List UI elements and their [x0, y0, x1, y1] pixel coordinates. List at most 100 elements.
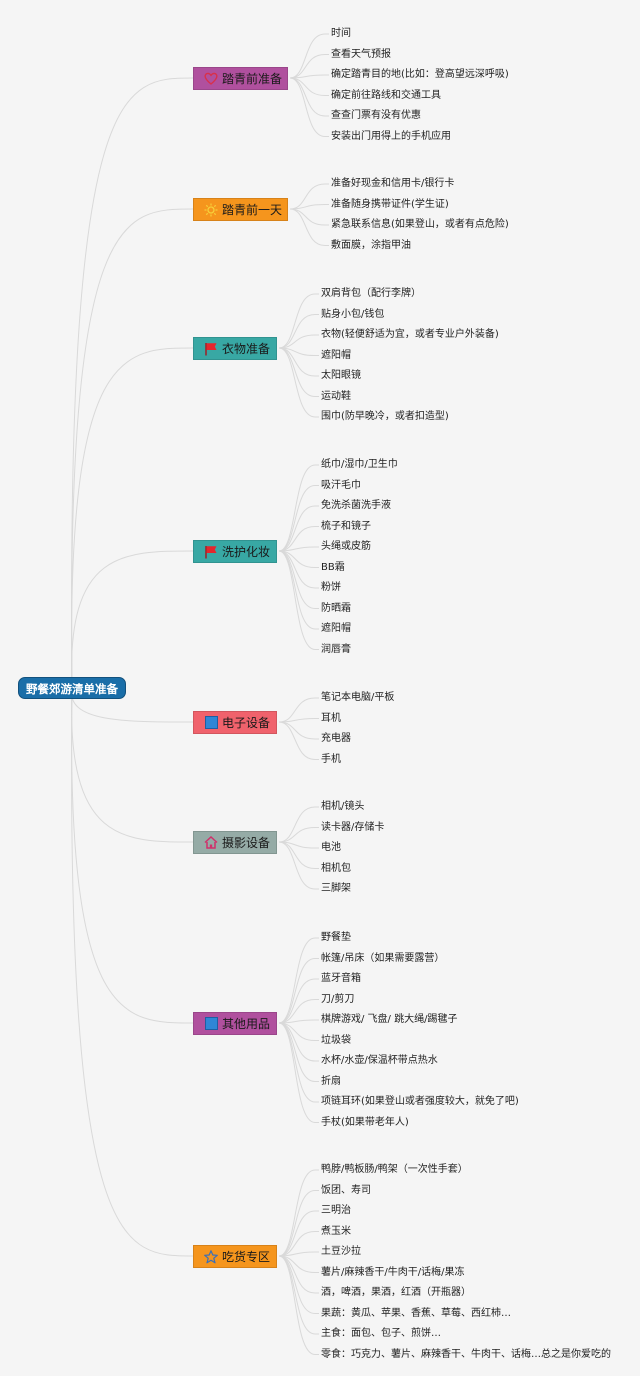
branch-3-leaf-1[interactable]: 吸汗毛巾	[321, 479, 361, 491]
branch-0-leaf-3[interactable]: 确定前往路线和交通工具	[331, 89, 441, 101]
branch-7-leaf-connector-0	[278, 1169, 319, 1257]
heart-icon	[204, 72, 218, 86]
branch-6-leaf-9[interactable]: 手杖(如果带老年人)	[321, 1116, 409, 1128]
branch-label-2: 衣物准备	[222, 341, 271, 356]
root-to-branch-connector-2	[71, 347, 194, 689]
branch-5-leaf-2[interactable]: 电池	[321, 842, 341, 853]
branch-3-leaf-3[interactable]: 梳子和镜子	[321, 520, 371, 532]
branch-7-leaf-1[interactable]: 饭团、寿司	[321, 1184, 371, 1196]
branch-1-leaf-0[interactable]: 准备好现金和信用卡/银行卡	[331, 178, 455, 189]
branch-2-leaf-5[interactable]: 运动鞋	[321, 390, 351, 402]
branch-label-3: 洗护化妆	[222, 544, 271, 559]
branch-4-leaf-connector-3	[278, 721, 319, 760]
branch-6-leaf-2[interactable]: 蓝牙音箱	[321, 973, 361, 984]
branch-0-leaf-4[interactable]: 查查门票有没有优惠	[331, 110, 421, 121]
red-flag-icon	[204, 342, 218, 356]
red-flag-icon	[204, 545, 218, 559]
branch-4-leaf-0[interactable]: 笔记本电脑/平板	[321, 692, 395, 703]
branch-7-leaf-8[interactable]: 主食：面包、包子、煎饼…	[321, 1328, 441, 1339]
branch-7-leaf-4[interactable]: 土豆沙拉	[321, 1246, 361, 1257]
branch-6-leaf-4[interactable]: 棋牌游戏/ 飞盘/ 跳大绳/踢毽子	[321, 1014, 458, 1025]
branch-node-4[interactable]: 电子设备	[193, 711, 277, 734]
branch-3-leaf-2[interactable]: 免洗杀菌洗手液	[321, 500, 391, 511]
branch-node-2[interactable]: 衣物准备	[193, 337, 277, 360]
branch-1-leaf-connector-0	[289, 183, 329, 210]
branch-3-leaf-4[interactable]: 头绳或皮筋	[321, 541, 371, 552]
branch-5-leaf-connector-4	[278, 841, 319, 890]
branch-1-leaf-3[interactable]: 敷面膜，涂指甲油	[331, 239, 411, 251]
branch-3-leaf-6[interactable]: 粉饼	[321, 582, 341, 593]
branch-0-leaf-connector-1	[289, 54, 329, 79]
root-to-branch-connector-5	[71, 687, 194, 843]
branch-6-leaf-connector-3	[278, 999, 319, 1024]
branch-7-leaf-7[interactable]: 果蔬：黄瓜、苹果、香蕉、草莓、西红柿…	[321, 1307, 511, 1319]
branch-node-7[interactable]: 吃货专区	[193, 1245, 277, 1268]
branch-2-leaf-0[interactable]: 双肩背包（配行李牌）	[321, 288, 421, 299]
branch-5-leaf-connector-0	[278, 806, 319, 843]
root-node[interactable]: 野餐郊游清单准备	[18, 677, 126, 699]
branch-node-3[interactable]: 洗护化妆	[193, 540, 277, 563]
branch-2-leaf-1[interactable]: 贴身小包/钱包	[321, 308, 385, 320]
branch-2-leaf-connector-4	[278, 347, 319, 377]
branch-7-leaf-9[interactable]: 零食：巧克力、薯片、麻辣香干、牛肉干、话梅…总之是你爱吃的	[321, 1348, 611, 1360]
branch-2-leaf-4[interactable]: 太阳眼镜	[321, 370, 361, 381]
branch-2-leaf-6[interactable]: 围巾(防早晚冷，或者扣造型)	[321, 411, 449, 422]
branch-0-leaf-1[interactable]: 查看天气预报	[331, 48, 391, 60]
branch-node-0[interactable]: 踏青前准备	[193, 67, 288, 90]
branch-5-leaf-connector-2	[278, 841, 319, 849]
branch-label-0: 踏青前准备	[222, 71, 283, 86]
blue-square-icon	[204, 716, 218, 730]
branch-6-leaf-5[interactable]: 垃圾袋	[321, 1034, 351, 1046]
branch-4-leaf-connector-2	[278, 721, 319, 740]
branch-7-leaf-3[interactable]: 煮玉米	[321, 1225, 351, 1237]
branch-3-leaf-connector-9	[278, 550, 319, 650]
branch-5-leaf-0[interactable]: 相机/镜头	[321, 801, 365, 812]
branch-7-leaf-5[interactable]: 薯片/麻辣香干/牛肉干/话梅/果冻	[321, 1266, 465, 1278]
branch-7-leaf-connector-4	[278, 1251, 319, 1257]
branch-node-1[interactable]: 踏青前一天	[193, 198, 288, 221]
branch-6-leaf-0[interactable]: 野餐垫	[321, 932, 351, 943]
branch-6-leaf-connector-2	[278, 978, 319, 1024]
branch-node-6[interactable]: 其他用品	[193, 1012, 277, 1035]
branch-3-leaf-0[interactable]: 纸巾/湿巾/卫生巾	[321, 459, 398, 470]
branch-6-leaf-1[interactable]: 帐篷/吊床（如果需要露营）	[321, 952, 445, 964]
branch-2-leaf-connector-6	[278, 347, 319, 418]
branch-7-leaf-2[interactable]: 三明治	[321, 1205, 351, 1216]
branch-5-leaf-3[interactable]: 相机包	[321, 862, 351, 874]
branch-4-leaf-2[interactable]: 充电器	[321, 733, 351, 744]
branch-6-leaf-8[interactable]: 项链耳环(如果登山或者强度较大，就免了吧)	[321, 1096, 519, 1107]
branch-3-leaf-9[interactable]: 润唇膏	[321, 643, 351, 655]
branch-1-leaf-2[interactable]: 紧急联系信息(如果登山，或者有点危险)	[331, 219, 509, 230]
branch-3-leaf-5[interactable]: BB霜	[321, 561, 345, 573]
branch-3-leaf-connector-1	[278, 485, 319, 552]
branch-3-leaf-8[interactable]: 遮阳帽	[321, 623, 351, 634]
branch-5-leaf-connector-3	[278, 841, 319, 869]
branch-2-leaf-3[interactable]: 遮阳帽	[321, 349, 351, 361]
branch-7-leaf-connector-1	[278, 1190, 319, 1257]
branch-2-leaf-2[interactable]: 衣物(轻便舒适为宜，或者专业户外装备)	[321, 329, 499, 340]
branch-0-leaf-2[interactable]: 确定踏青目的地(比如：登高望远深呼吸)	[331, 69, 509, 80]
branch-2-leaf-connector-0	[278, 293, 319, 349]
branch-6-leaf-6[interactable]: 水杯/水壶/保温杯带点热水	[321, 1055, 438, 1066]
branch-3-leaf-connector-3	[278, 526, 319, 552]
branch-0-leaf-0[interactable]: 时间	[331, 28, 351, 39]
branch-0-leaf-connector-0	[289, 33, 329, 79]
branch-4-leaf-3[interactable]: 手机	[321, 753, 341, 765]
branch-5-leaf-4[interactable]: 三脚架	[321, 883, 351, 894]
branch-4-leaf-1[interactable]: 耳机	[321, 712, 341, 724]
branch-6-leaf-3[interactable]: 刀/剪刀	[321, 993, 355, 1005]
root-to-branch-connector-0	[71, 77, 194, 689]
branch-node-5[interactable]: 摄影设备	[193, 831, 277, 854]
branch-3-leaf-7[interactable]: 防晒霜	[321, 602, 351, 614]
branch-3-leaf-connector-0	[278, 464, 319, 552]
branch-7-leaf-6[interactable]: 酒，啤酒，果酒，红酒（开瓶器）	[321, 1287, 471, 1298]
branch-1-leaf-1[interactable]: 准备随身携带证件(学生证)	[331, 198, 449, 210]
branch-0-leaf-5[interactable]: 安装出门用得上的手机应用	[331, 130, 451, 142]
branch-2-leaf-connector-1	[278, 314, 319, 349]
root-to-branch-connector-1	[71, 208, 194, 689]
branch-7-leaf-0[interactable]: 鸭脖/鸭板肠/鸭架（一次性手套）	[321, 1164, 468, 1175]
branch-6-leaf-7[interactable]: 折扇	[321, 1075, 341, 1087]
branch-5-leaf-1[interactable]: 读卡器/存储卡	[321, 821, 385, 833]
branch-4-leaf-connector-1	[278, 718, 319, 723]
